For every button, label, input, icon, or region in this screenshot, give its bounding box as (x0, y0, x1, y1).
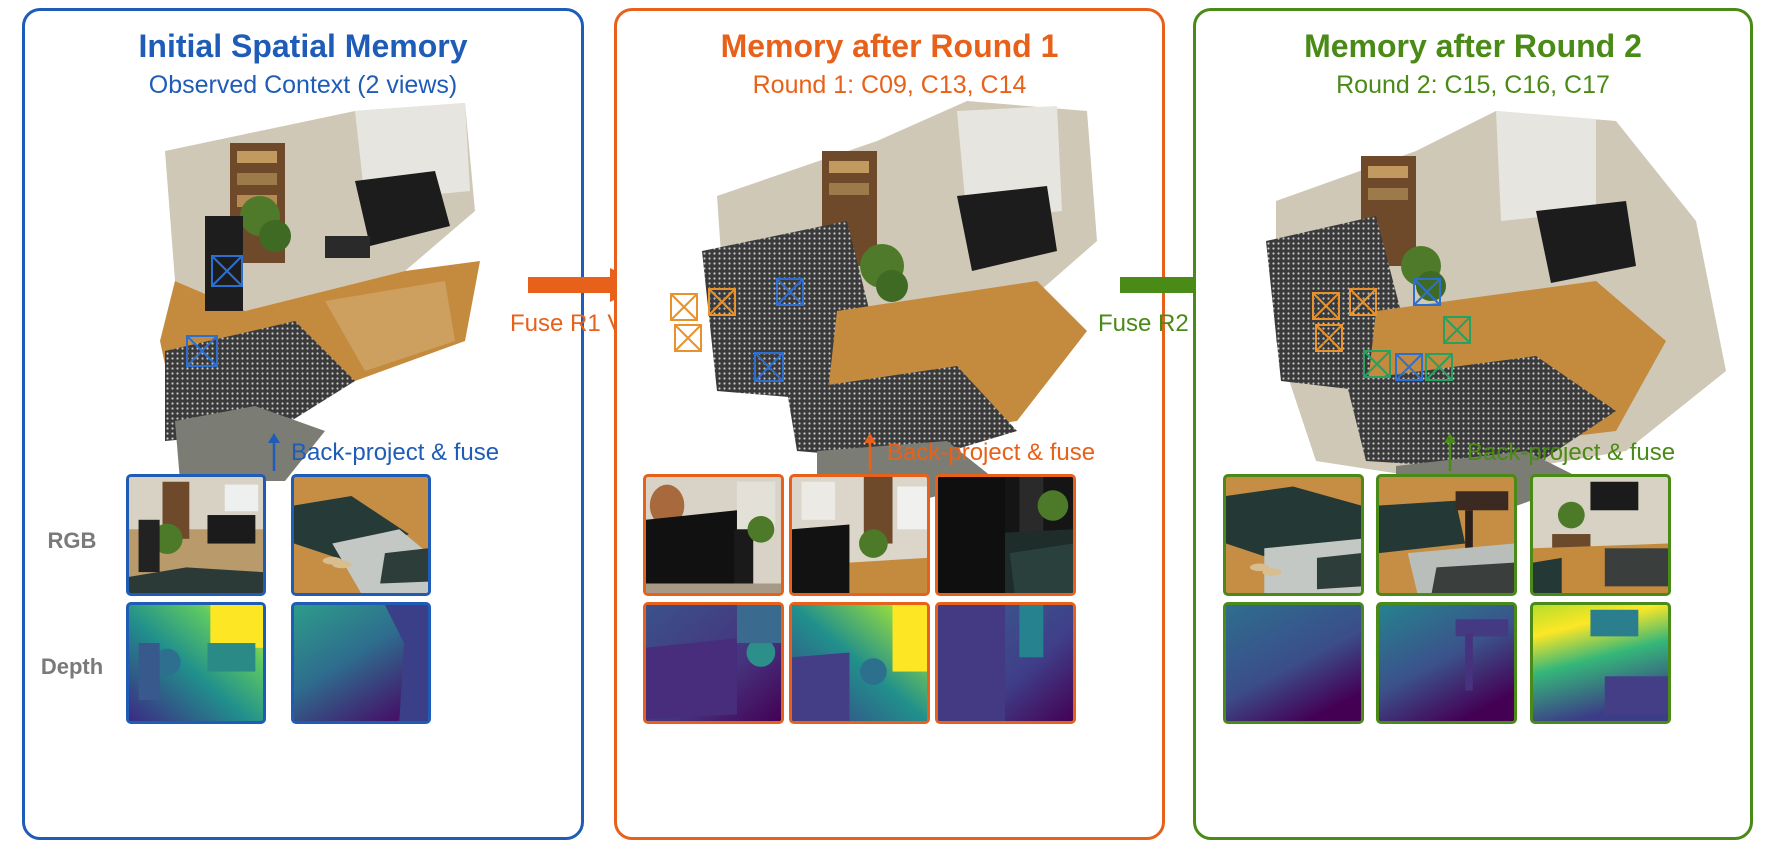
panel-subtitle: Observed Context (2 views) (148, 71, 458, 99)
depth-view-thumbnail (126, 602, 266, 724)
camera-frustum-icon (1312, 278, 1471, 381)
camera-frustum-icon (186, 255, 243, 367)
depth-view-thumbnail (643, 602, 784, 724)
backproject-text: Back-project & fuse (1467, 439, 1676, 466)
panel-title: Initial Spatial Memory (138, 28, 468, 64)
depth-view-thumbnail (291, 602, 431, 724)
backproject-text: Back-project & fuse (291, 439, 500, 466)
point-cloud-image (670, 101, 1097, 501)
depth-view-thumbnail (1376, 602, 1517, 724)
backproject-label: Back-project & fuse (863, 433, 1095, 473)
point-cloud-image (1266, 111, 1726, 506)
rgb-view-thumbnail (643, 474, 784, 596)
depth-view-thumbnail (1223, 602, 1364, 724)
rgb-view-thumbnail (291, 474, 431, 596)
rgb-view-thumbnail (789, 474, 930, 596)
point-cloud-image (160, 103, 480, 481)
backproject-text: Back-project & fuse (887, 439, 1096, 466)
panel-subtitle: Round 1: C09, C13, C14 (752, 71, 1027, 99)
rgb-view-thumbnail (1223, 474, 1364, 596)
panel-initial-memory: Initial Spatial Memory Observed Context … (22, 8, 584, 840)
backproject-label: Back-project & fuse (1443, 433, 1675, 473)
panel-subtitle: Round 2: C15, C16, C17 (1336, 71, 1610, 99)
up-arrow-icon (864, 433, 876, 471)
panel-title: Memory after Round 1 (720, 28, 1059, 64)
depth-view-thumbnail (789, 602, 930, 724)
backproject-label: Back-project & fuse (267, 433, 499, 473)
rgb-row-label: RGB (47, 528, 97, 553)
up-arrow-icon (268, 433, 280, 471)
up-arrow-icon (1444, 433, 1456, 471)
camera-frustum-icon (670, 278, 804, 382)
panel-round2-memory: Memory after Round 2 Round 2: C15, C16, … (1193, 8, 1753, 840)
rgb-view-thumbnail (935, 474, 1076, 596)
panel-title: Memory after Round 2 (1304, 28, 1642, 64)
panel-round1-memory: Memory after Round 1 Round 1: C09, C13, … (614, 8, 1165, 840)
rgb-view-thumbnail (1530, 474, 1671, 596)
depth-view-thumbnail (935, 602, 1076, 724)
rgb-view-thumbnail (1376, 474, 1517, 596)
rgb-view-thumbnail (126, 474, 266, 596)
depth-row-label: Depth (40, 654, 104, 679)
depth-view-thumbnail (1530, 602, 1671, 724)
